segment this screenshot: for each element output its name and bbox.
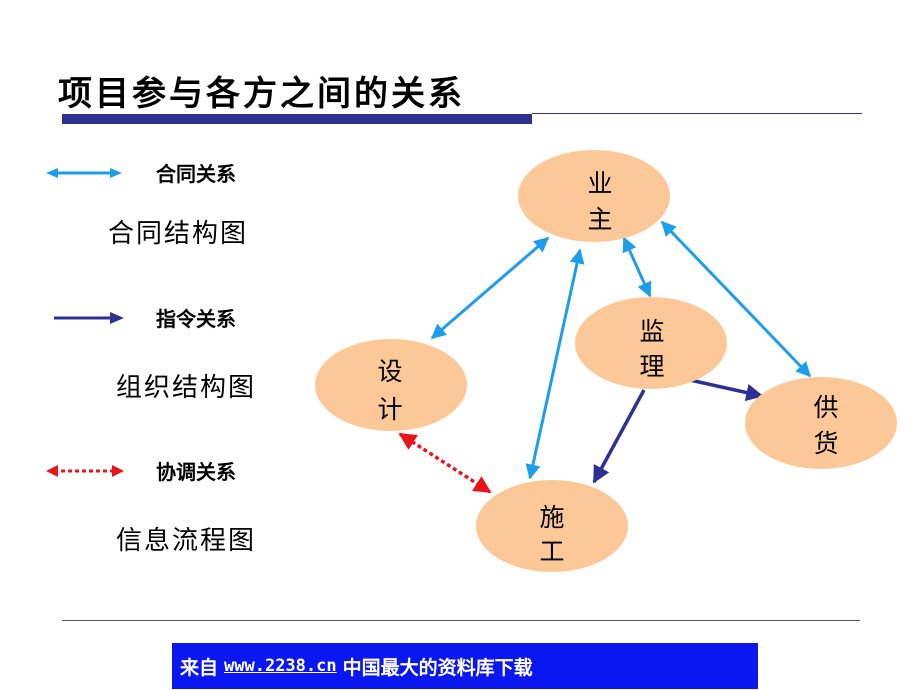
footer-suffix: 中国最大的资料库下载 [342, 656, 533, 679]
page-title: 项目参与各方之间的关系 [58, 74, 465, 114]
chart-label-org-structure: 组织结构图 [116, 373, 257, 403]
node-designer: 设 计 [315, 339, 467, 431]
node-contractor-text-1: 施 [539, 503, 564, 532]
node-owner-text-2: 主 [587, 205, 612, 234]
edge-designer-contractor [398, 432, 492, 494]
edge-owner-supplier [660, 220, 812, 378]
edge-supervisor-contractor [592, 389, 646, 484]
footer-prefix: 来自 [180, 656, 219, 679]
coordination-arrow-icon [46, 465, 124, 477]
bottom-divider [62, 620, 860, 621]
footer-link[interactable]: www.2238.cn [224, 656, 337, 676]
node-designer-text-1: 设 [377, 357, 402, 386]
node-supervisor-text-1: 监 [639, 317, 664, 346]
contract-arrow-icon [46, 168, 122, 178]
edge-owner-designer [430, 236, 550, 340]
legend-label-coordination: 协调关系 [156, 460, 236, 484]
edge-supervisor-supplier [689, 378, 764, 402]
directive-arrow-icon [54, 312, 124, 324]
title-underline-bar [62, 114, 532, 124]
node-supplier-text-2: 货 [813, 429, 838, 458]
node-contractor-text-2: 工 [539, 537, 564, 566]
node-contractor: 施 工 [476, 480, 628, 572]
node-owner: 业 主 [518, 150, 670, 242]
chart-label-contract-structure: 合同结构图 [108, 219, 249, 249]
node-designer-text-2: 计 [377, 395, 402, 424]
edge-owner-supervisor [622, 236, 652, 298]
node-supervisor-text-2: 理 [639, 352, 664, 381]
node-supplier: 供 货 [745, 377, 897, 469]
node-supervisor: 监 理 [575, 297, 727, 389]
chart-label-info-flow: 信息流程图 [116, 526, 257, 556]
legend-label-contract: 合同关系 [156, 162, 236, 186]
legend-label-directive: 指令关系 [156, 307, 236, 331]
title-rule-line [532, 113, 862, 114]
node-supplier-text-1: 供 [813, 393, 838, 422]
footer-banner: 来自 www.2238.cn 中国最大的资料库下载 [172, 643, 758, 689]
edge-owner-contractor [525, 248, 585, 480]
node-owner-text-1: 业 [587, 169, 612, 198]
